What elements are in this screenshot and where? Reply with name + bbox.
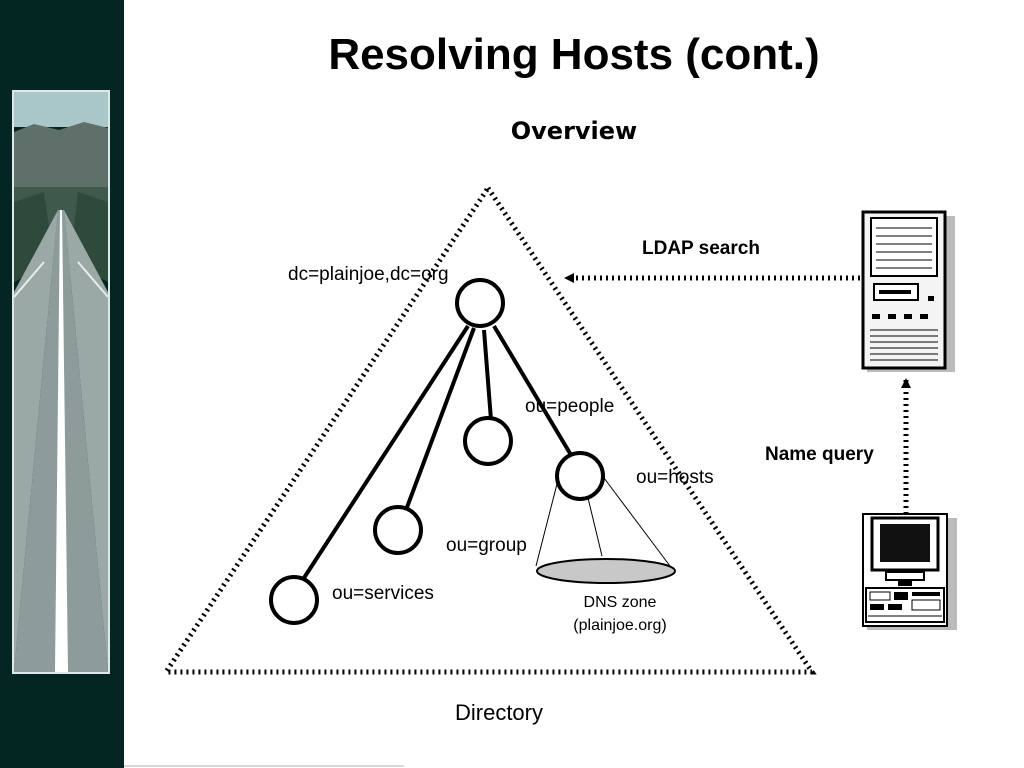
server-computer-icon [861,210,955,372]
dns-zone-cone [535,477,676,584]
node-group-label: ou=group [446,535,527,556]
footer-rule [124,765,404,767]
name-query-label: Name query [765,444,874,465]
directory-triangle [161,183,817,675]
slide-title: Resolving Hosts (cont.) [328,30,820,79]
node-hosts-label: ou=hosts [636,467,714,488]
tree-edges [298,324,576,586]
dns-zone-disk [536,558,676,584]
dns-zone-label: DNS zone [584,594,657,611]
node-services [269,575,319,625]
node-group [373,505,423,555]
slide-subtitle: Overview [510,117,638,145]
node-root-label: dc=plainjoe,dc=org [288,264,449,285]
node-root [455,278,505,328]
node-hosts [555,451,605,501]
node-people-label: ou=people [525,396,614,417]
node-services-label: ou=services [332,583,434,604]
node-people [463,416,513,466]
tree-nodes [269,278,605,625]
road-photo [12,90,110,674]
desktop-computer-icon [862,513,957,630]
directory-label: Directory [455,700,543,725]
ldap-search-label: LDAP search [642,238,760,259]
sidebar-panel [0,0,124,768]
dns-zone-sublabel: (plainjoe.org) [573,617,666,634]
